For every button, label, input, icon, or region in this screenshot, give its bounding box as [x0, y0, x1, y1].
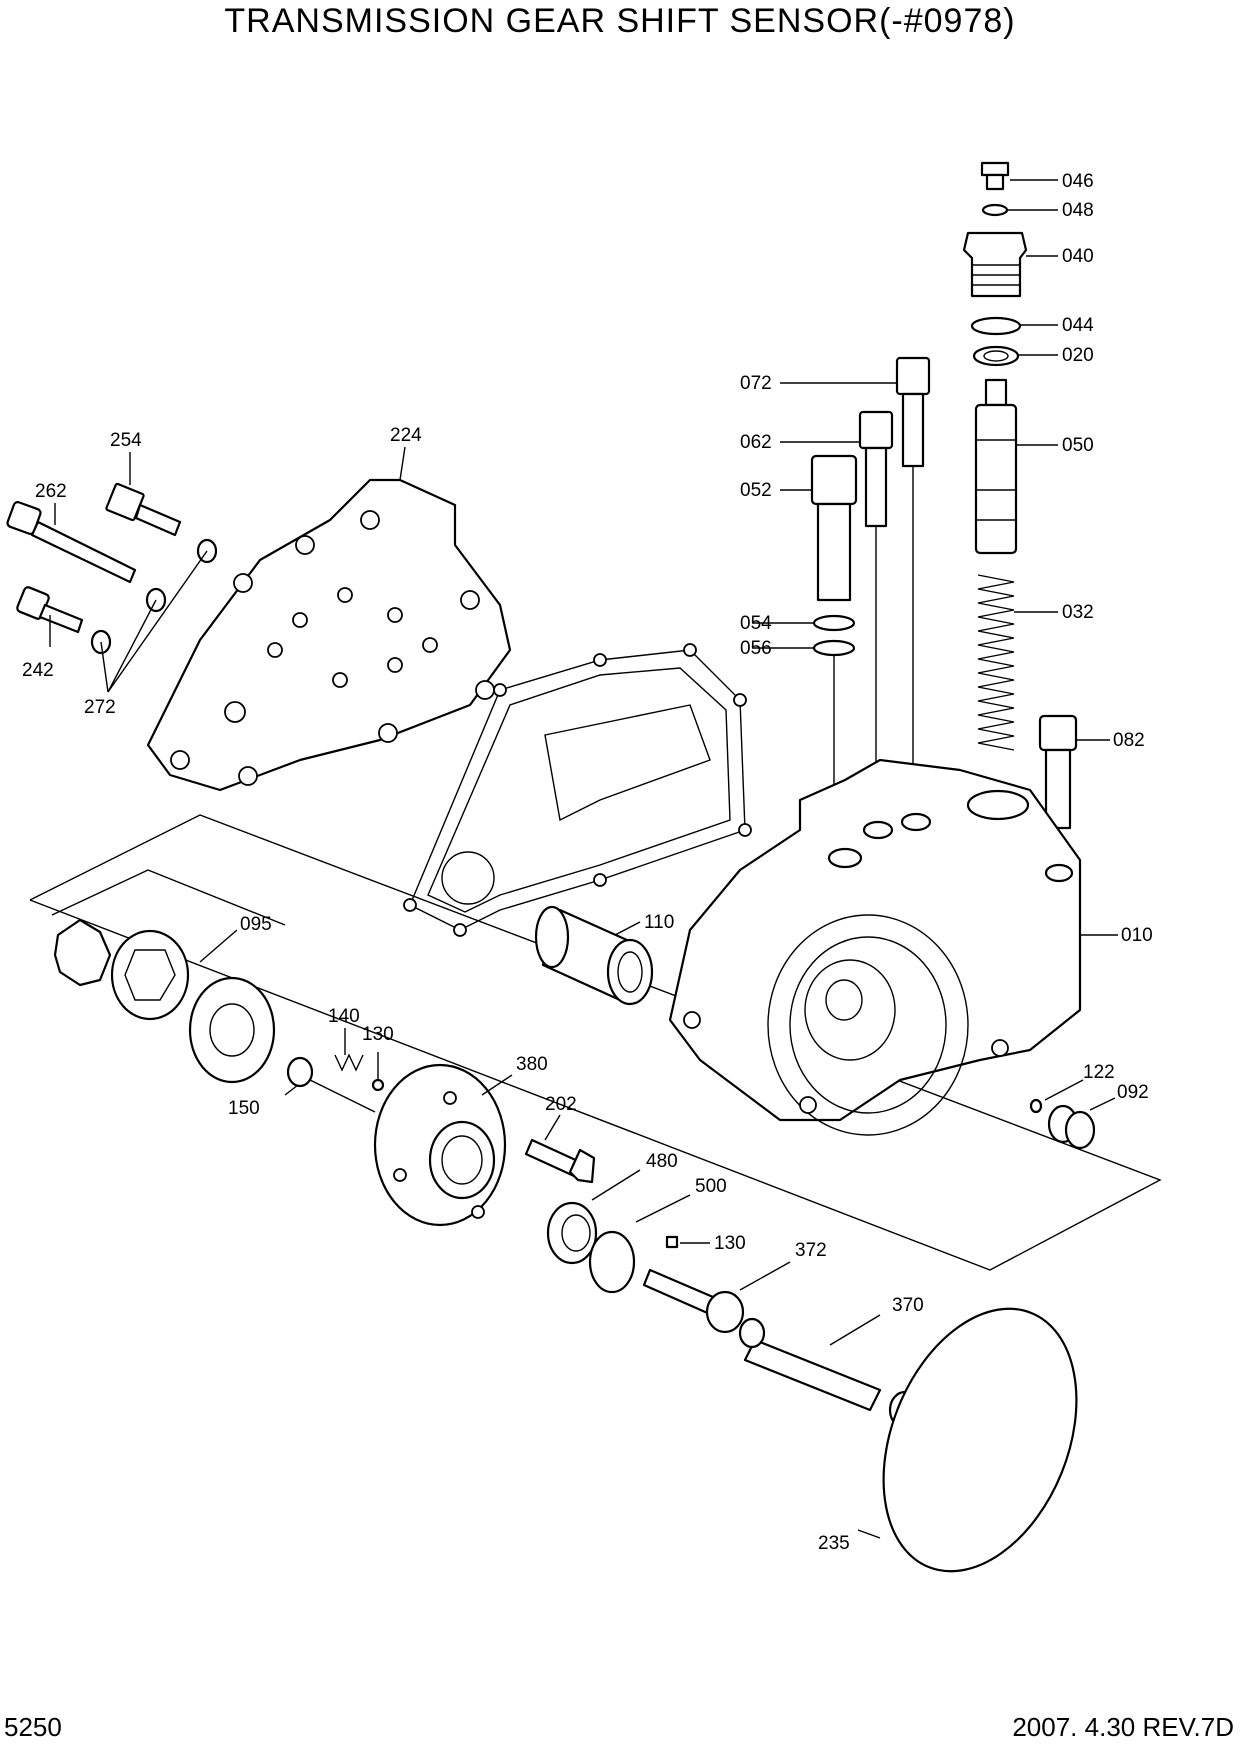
label-272: 272 [84, 697, 116, 718]
label-052: 052 [740, 480, 772, 501]
label-048: 048 [1062, 200, 1094, 221]
part-254-bolt [105, 482, 182, 537]
pump-group-frame [51, 869, 286, 926]
label-110: 110 [644, 912, 674, 933]
label-046: 046 [1062, 171, 1094, 192]
label-372: 372 [795, 1240, 827, 1261]
label-130-a: 130 [362, 1024, 394, 1045]
part-056-o-ring [812, 639, 856, 657]
part-202-bolt [524, 1138, 596, 1184]
label-020: 020 [1062, 345, 1094, 366]
label-130-b: 130 [714, 1233, 746, 1254]
part-010-housing [668, 758, 1082, 1136]
label-072: 072 [740, 373, 772, 394]
label-150: 150 [228, 1098, 260, 1119]
revision-date: 2007. 4.30 REV.7D [1012, 1712, 1234, 1742]
label-242: 242 [22, 660, 54, 681]
part-235-o-ring [882, 1307, 1078, 1573]
part-048-o-ring [981, 203, 1009, 217]
label-202: 202 [545, 1094, 577, 1115]
part-062-valve [858, 410, 894, 528]
label-370: 370 [892, 1295, 924, 1316]
label-122: 122 [1083, 1062, 1115, 1083]
part-150-snap-ring [286, 1056, 314, 1088]
part-130-ball-a [371, 1078, 385, 1092]
part-372-shaft [642, 1268, 745, 1334]
part-242-bolt [16, 586, 84, 634]
part-044-o-ring [970, 316, 1022, 336]
assembly-frame [29, 814, 1162, 1271]
page-number: 5250 [4, 1712, 62, 1742]
label-082: 082 [1113, 730, 1145, 751]
label-095: 095 [240, 914, 272, 935]
part-140-spring [334, 1053, 364, 1072]
label-262: 262 [35, 481, 67, 502]
label-224: 224 [390, 425, 422, 446]
part-040-screw-plug [962, 231, 1028, 298]
label-500: 500 [695, 1176, 727, 1197]
label-056: 056 [740, 638, 772, 659]
part-092-bushing [1047, 1104, 1096, 1150]
part-500-snap-ring [588, 1230, 636, 1294]
label-480: 480 [646, 1151, 678, 1172]
part-054-o-ring [812, 614, 856, 632]
label-380: 380 [516, 1054, 548, 1075]
part-052-valve [810, 454, 858, 602]
part-480-bearing [546, 1201, 598, 1265]
part-072-valve [895, 356, 931, 468]
label-040: 040 [1062, 246, 1094, 267]
label-140: 140 [328, 1006, 360, 1027]
part-110-filter [534, 905, 654, 1006]
part-082-valve [1038, 714, 1078, 830]
part-380-flange [373, 1063, 507, 1227]
label-010: 010 [1121, 925, 1153, 946]
label-092: 092 [1117, 1082, 1149, 1103]
label-254: 254 [110, 430, 142, 451]
part-370-shaft [738, 1317, 922, 1430]
part-224-cover [146, 478, 512, 792]
part-020-ring [972, 345, 1020, 367]
label-050: 050 [1062, 435, 1094, 456]
part-262-long-bolt [6, 501, 137, 584]
label-044: 044 [1062, 315, 1094, 336]
part-046-plug [980, 161, 1010, 191]
part-095-gear-set [53, 918, 276, 1084]
label-062: 062 [740, 432, 772, 453]
label-235: 235 [818, 1533, 850, 1554]
part-122-ball [1029, 1098, 1043, 1114]
part-050-piston [974, 378, 1018, 555]
part-032-spring [977, 574, 1015, 751]
part-gasket-plate [403, 643, 752, 937]
label-054: 054 [740, 613, 772, 634]
page-title: TRANSMISSION GEAR SHIFT SENSOR(-#0978) [224, 2, 1016, 40]
label-032: 032 [1062, 602, 1094, 623]
part-130-ball-b [665, 1235, 679, 1249]
